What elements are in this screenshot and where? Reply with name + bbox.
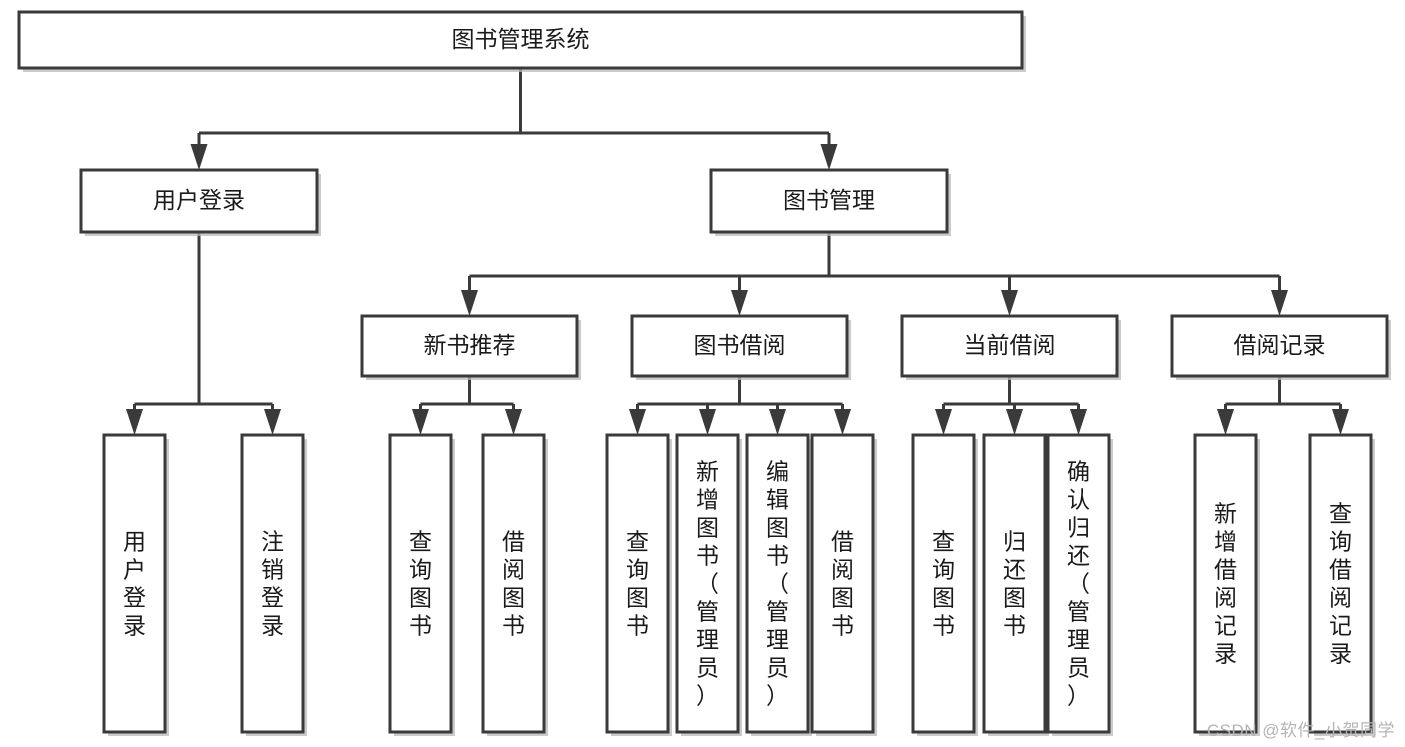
arrow-head-icon <box>820 144 838 170</box>
node-n-leaf-query-book-bor[interactable]: 查询图书 <box>605 433 672 736</box>
node-n-leaf-query-book-rec[interactable]: 查询图书 <box>388 433 455 736</box>
node-label: 用户登录 <box>123 529 146 639</box>
node-label: 新增借阅记录 <box>1214 501 1237 667</box>
arrow-head-icon <box>1001 290 1018 316</box>
arrow-head-icon <box>190 144 208 170</box>
connector-group-n-root <box>190 68 838 170</box>
node-n-leaf-confirm-return[interactable]: 确认归还（管理员） <box>1046 433 1113 736</box>
node-n-leaf-return-book[interactable]: 归还图书 <box>982 433 1049 736</box>
node-n-book-manage[interactable]: 图书管理 <box>709 168 951 236</box>
node-box[interactable] <box>79 168 319 234</box>
arrow-head-icon <box>731 290 748 316</box>
node-n-leaf-query-book-cur[interactable]: 查询图书 <box>911 433 978 736</box>
node-label: 确认归还（管理员） <box>1067 459 1090 709</box>
connector-group-n-book-manage <box>461 232 1288 316</box>
node-label: 借阅图书 <box>831 529 854 639</box>
node-box[interactable] <box>1308 433 1373 734</box>
node-n-leaf-user-login[interactable]: 用户登录 <box>102 433 169 736</box>
node-n-new-book-rec[interactable]: 新书推荐 <box>360 314 581 380</box>
node-box[interactable] <box>17 10 1024 70</box>
node-label: 注销登录 <box>261 529 284 639</box>
node-box[interactable] <box>388 433 453 734</box>
node-label: 查询图书 <box>932 529 955 639</box>
arrow-head-icon <box>505 409 522 435</box>
arrow-head-icon <box>461 290 478 316</box>
node-box[interactable] <box>1046 433 1111 734</box>
node-n-leaf-logout[interactable]: 注销登录 <box>240 433 307 736</box>
arrow-head-icon <box>1332 409 1349 435</box>
connector-layer <box>126 68 1349 435</box>
node-box[interactable] <box>240 433 305 734</box>
node-label: 归还图书 <box>1003 529 1026 639</box>
node-box[interactable] <box>982 433 1047 734</box>
arrow-head-icon <box>1217 409 1234 435</box>
node-n-current-borrow[interactable]: 当前借阅 <box>900 314 1121 380</box>
node-n-user-login[interactable]: 用户登录 <box>79 168 321 236</box>
node-box[interactable] <box>605 433 670 734</box>
arrow-head-icon <box>264 409 281 435</box>
arrow-head-icon <box>699 409 716 435</box>
arrow-head-icon <box>412 409 429 435</box>
node-box[interactable] <box>709 168 949 234</box>
node-n-leaf-query-record[interactable]: 查询借阅记录 <box>1308 433 1375 736</box>
node-label: 借阅记录 <box>1234 332 1326 358</box>
arrow-head-icon <box>1006 409 1023 435</box>
arrow-head-icon <box>126 409 143 435</box>
arrow-head-icon <box>935 409 952 435</box>
node-n-leaf-borrow-book-rec[interactable]: 借阅图书 <box>481 433 548 736</box>
node-box[interactable] <box>1170 314 1389 378</box>
node-label: 图书管理系统 <box>452 26 590 52</box>
connector-group-n-user-login <box>126 232 281 435</box>
node-n-leaf-borrow-book-bor[interactable]: 借阅图书 <box>810 433 877 736</box>
node-box[interactable] <box>900 314 1119 378</box>
node-n-leaf-add-record[interactable]: 新增借阅记录 <box>1193 433 1260 736</box>
node-label: 查询图书 <box>409 529 432 639</box>
node-box[interactable] <box>630 314 849 378</box>
node-label: 查询图书 <box>626 529 649 639</box>
connector-group-n-book-borrow <box>629 376 851 435</box>
node-layer: 图书管理系统用户登录图书管理新书推荐图书借阅当前借阅借阅记录用户登录注销登录查询… <box>17 10 1391 736</box>
node-box[interactable] <box>1193 433 1258 734</box>
node-label: 用户登录 <box>153 187 245 213</box>
connector-group-n-borrow-record <box>1217 376 1349 435</box>
arrow-head-icon <box>1070 409 1087 435</box>
node-n-leaf-add-book[interactable]: 新增图书（管理员） <box>675 433 742 736</box>
node-n-leaf-edit-book[interactable]: 编辑图书（管理员） <box>745 433 812 736</box>
node-box[interactable] <box>745 433 810 734</box>
arrow-head-icon <box>629 409 646 435</box>
connector-group-n-current-borrow <box>935 376 1087 435</box>
node-box[interactable] <box>481 433 546 734</box>
node-box[interactable] <box>675 433 740 734</box>
node-box[interactable] <box>102 433 167 734</box>
node-label: 图书管理 <box>783 187 875 213</box>
node-n-book-borrow[interactable]: 图书借阅 <box>630 314 851 380</box>
node-label: 查询借阅记录 <box>1329 501 1352 667</box>
node-box[interactable] <box>911 433 976 734</box>
node-label: 新书推荐 <box>424 332 516 358</box>
node-label: 编辑图书（管理员） <box>766 459 789 709</box>
node-label: 图书借阅 <box>694 332 786 358</box>
node-n-root[interactable]: 图书管理系统 <box>17 10 1026 72</box>
arrow-head-icon <box>834 409 851 435</box>
node-n-borrow-record[interactable]: 借阅记录 <box>1170 314 1391 380</box>
node-label: 借阅图书 <box>502 529 525 639</box>
arrow-head-icon <box>769 409 786 435</box>
arrow-head-icon <box>1271 290 1288 316</box>
connector-group-n-new-book-rec <box>412 376 522 435</box>
node-box[interactable] <box>810 433 875 734</box>
node-label: 当前借阅 <box>964 332 1056 358</box>
node-label: 新增图书（管理员） <box>696 459 719 709</box>
node-box[interactable] <box>360 314 579 378</box>
